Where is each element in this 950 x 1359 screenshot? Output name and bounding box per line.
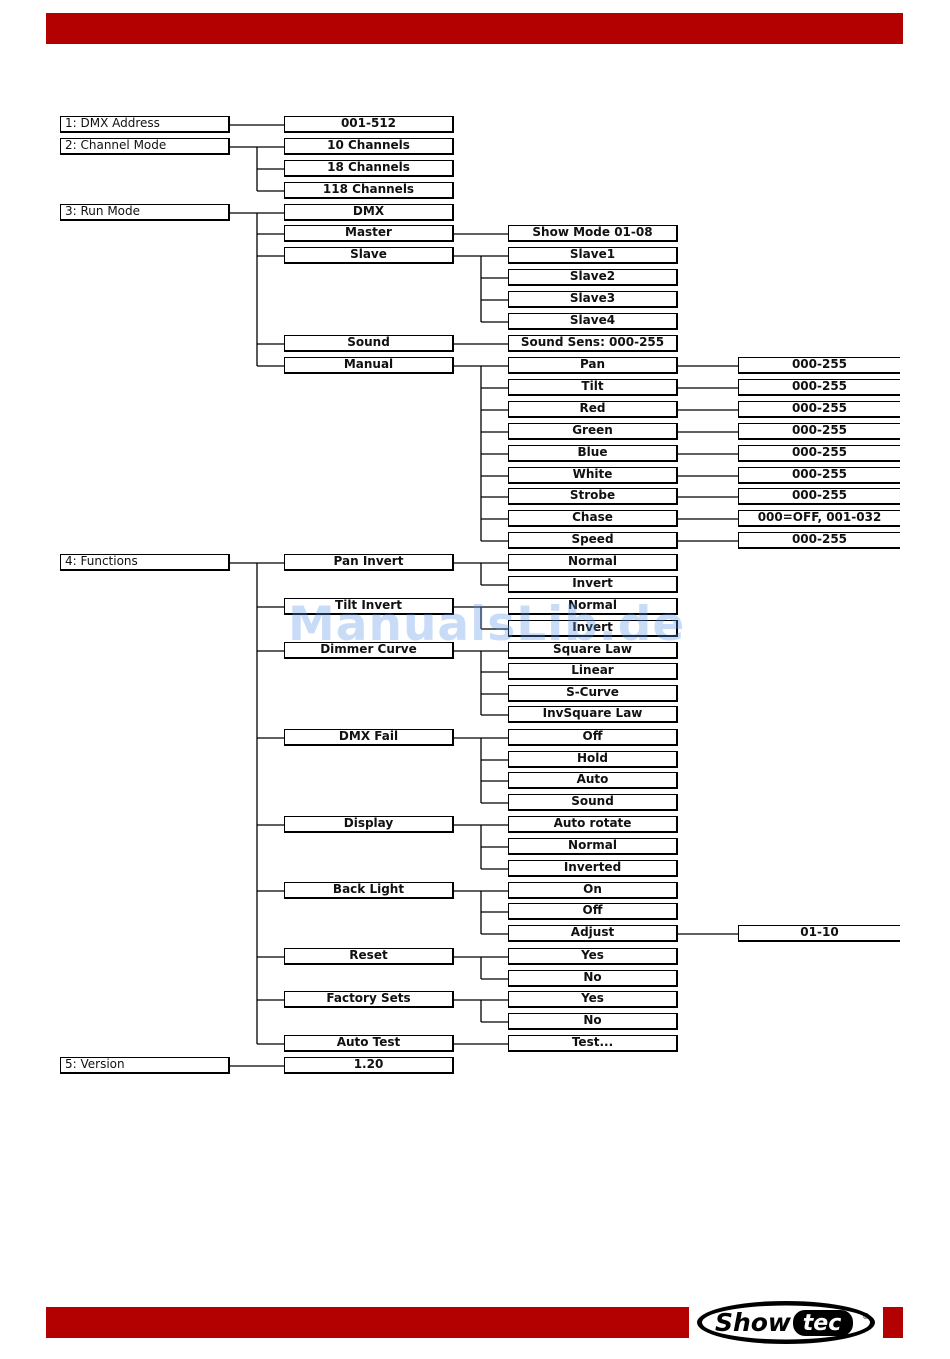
version-value: 1.20 — [284, 1057, 454, 1074]
channel-mode-option: 18 Channels — [284, 160, 454, 177]
function-auto-test: Auto Test — [284, 1035, 454, 1052]
manual-item: Red — [508, 401, 678, 418]
manual-item: Tilt — [508, 379, 678, 396]
master-show-mode: Show Mode 01-08 — [508, 225, 678, 242]
manual-item: Pan — [508, 357, 678, 374]
pan-invert-option: Normal — [508, 554, 678, 571]
back-light-option: Adjust — [508, 925, 678, 942]
menu-functions: 4: Functions — [60, 554, 230, 571]
function-display: Display — [284, 816, 454, 833]
manual-item: Blue — [508, 445, 678, 462]
showtec-logo: Show tec ® — [697, 1301, 875, 1344]
manual-item: White — [508, 467, 678, 484]
dimmer-curve-option: InvSquare Law — [508, 706, 678, 723]
header-red-bar — [46, 13, 903, 44]
function-tilt-invert: Tilt Invert — [284, 598, 454, 615]
dmx-fail-option: Off — [508, 729, 678, 746]
back-light-adjust-range: 01-10 — [738, 925, 900, 942]
watermark: ManualsLib.de — [288, 597, 686, 652]
manual-item: Green — [508, 423, 678, 440]
function-factory-sets: Factory Sets — [284, 991, 454, 1008]
back-light-option: Off — [508, 903, 678, 920]
function-dmx-fail: DMX Fail — [284, 729, 454, 746]
slave-option: Slave2 — [508, 269, 678, 286]
logo-text-tec: tec — [803, 1311, 841, 1336]
manual-item: Strobe — [508, 488, 678, 505]
function-reset: Reset — [284, 948, 454, 965]
logo-text-show: Show — [715, 1308, 792, 1337]
dimmer-curve-option: Square Law — [508, 642, 678, 659]
function-dimmer-curve: Dimmer Curve — [284, 642, 454, 659]
dmx-address-range: 001-512 — [284, 116, 454, 133]
slave-option: Slave3 — [508, 291, 678, 308]
run-mode-sound: Sound — [284, 335, 454, 352]
manual-item-range: 000-255 — [738, 401, 900, 418]
dimmer-curve-option: S-Curve — [508, 685, 678, 702]
dmx-fail-option: Auto — [508, 772, 678, 789]
footer-red-bar-end — [883, 1307, 903, 1338]
manual-item-range: 000-255 — [738, 532, 900, 549]
footer-red-bar — [46, 1307, 689, 1338]
function-back-light: Back Light — [284, 882, 454, 899]
run-mode-dmx: DMX — [284, 204, 454, 221]
reset-option: No — [508, 970, 678, 987]
dimmer-curve-option: Linear — [508, 663, 678, 680]
manual-item: Speed — [508, 532, 678, 549]
tilt-invert-option: Normal — [508, 598, 678, 615]
manual-item-range: 000-255 — [738, 423, 900, 440]
tilt-invert-option: Invert — [508, 620, 678, 637]
auto-test-option: Test... — [508, 1035, 678, 1052]
dmx-fail-option: Sound — [508, 794, 678, 811]
manual-item-range: 000-255 — [738, 488, 900, 505]
menu-run-mode: 3: Run Mode — [60, 204, 230, 221]
manual-item-range: 000-255 — [738, 357, 900, 374]
factory-sets-option: No — [508, 1013, 678, 1030]
menu-dmx-address: 1: DMX Address — [60, 116, 230, 133]
display-option: Auto rotate — [508, 816, 678, 833]
run-mode-master: Master — [284, 225, 454, 242]
back-light-option: On — [508, 882, 678, 899]
factory-sets-option: Yes — [508, 991, 678, 1008]
manual-item: Chase — [508, 510, 678, 527]
sound-sensitivity: Sound Sens: 000-255 — [508, 335, 678, 352]
menu-version: 5: Version — [60, 1057, 230, 1074]
logo-registered-mark: ® — [862, 1312, 870, 1321]
manual-item-range: 000=OFF, 001-032 — [738, 510, 900, 527]
run-mode-slave: Slave — [284, 247, 454, 264]
display-option: Inverted — [508, 860, 678, 877]
manual-item-range: 000-255 — [738, 445, 900, 462]
channel-mode-option: 118 Channels — [284, 182, 454, 199]
menu-channel-mode: 2: Channel Mode — [60, 138, 230, 155]
manual-item-range: 000-255 — [738, 467, 900, 484]
dmx-fail-option: Hold — [508, 751, 678, 768]
slave-option: Slave1 — [508, 247, 678, 264]
manual-item-range: 000-255 — [738, 379, 900, 396]
display-option: Normal — [508, 838, 678, 855]
pan-invert-option: Invert — [508, 576, 678, 593]
run-mode-manual: Manual — [284, 357, 454, 374]
channel-mode-option: 10 Channels — [284, 138, 454, 155]
function-pan-invert: Pan Invert — [284, 554, 454, 571]
slave-option: Slave4 — [508, 313, 678, 330]
reset-option: Yes — [508, 948, 678, 965]
